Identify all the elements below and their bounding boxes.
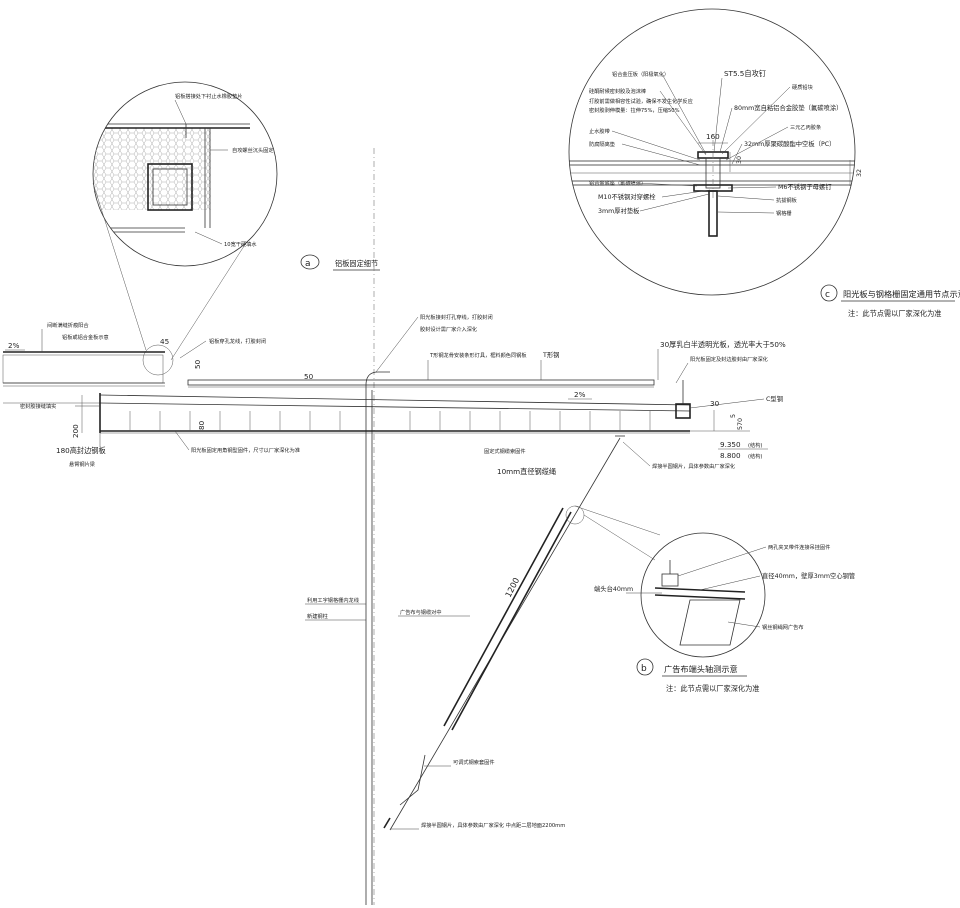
detail-c-label-14: M10不锈钢对穿螺栓 <box>598 192 656 201</box>
vertical-studs <box>129 411 651 431</box>
banner-mesh <box>679 599 741 646</box>
left-roof-insulation <box>2 354 164 384</box>
lower-label-4: 可调式钢索套固件 <box>453 758 495 766</box>
detail-c-label-9: 止水胶带 <box>589 127 610 135</box>
detail-c-label-6: 密封胶剥伸模量：拉伸75%，压缩50% <box>589 106 680 114</box>
elevation-2-tag: (结构) <box>748 452 762 460</box>
main-label-9: 阳光板固定及封边胶封由厂家深化 <box>690 355 768 363</box>
detail-c-label-7: 80mm宽自粘铝合金胶垫（氟碳喷涂） <box>734 103 842 112</box>
detail-c-marker <box>820 284 838 302</box>
detail-b-label-3: 直径40mm，壁厚3mm空心钢管 <box>762 571 855 580</box>
main-label-2: 铝板或铝合金板示意 <box>62 333 109 341</box>
detail-c: 160 30 32 铝合金压板（阳极氧化） 硅酮耐候密封胶及泡沫棒 打胶前需做相… <box>568 8 960 318</box>
elevation-1-tag: (结构) <box>748 441 762 449</box>
banner-tube-right <box>451 511 572 731</box>
slope-left: 2% <box>8 341 20 350</box>
detail-c-dim-160: 160 <box>706 132 720 141</box>
detail-b-letter: b <box>641 664 647 674</box>
main-label-15: 固定式钢缆索固件 <box>484 447 526 455</box>
dim-45: 45 <box>160 337 169 346</box>
main-label-13: 悬臂钢片梁 <box>69 460 95 468</box>
detail-c-label-5: 打胶前需做相容性试验，确保不发生化学反应 <box>589 97 693 105</box>
main-label-6: T形钢龙骨安装条形灯具，框料颜色同钢板 <box>429 351 527 359</box>
detail-a-callout <box>142 344 174 376</box>
detail-c-label-15: 抗拔钢板 <box>776 196 798 204</box>
dim-50-a: 50 <box>193 359 202 369</box>
detail-c-label-10: 32mm厚聚碳酸酯中空板（PC） <box>744 139 835 148</box>
slope-mid: 2% <box>574 390 586 399</box>
detail-b-label-4: 钢丝钢绳网广告布 <box>762 623 804 631</box>
dim-80: 80 <box>197 420 206 430</box>
lower-label-2: 新建钢柱 <box>307 612 328 620</box>
dim-30: 30 <box>710 399 720 408</box>
dim-570: 570 <box>737 418 744 430</box>
detail-c-label-17: 钢格栅 <box>776 209 792 217</box>
detail-c-dim-32: 32 <box>856 169 863 177</box>
detail-c-label-3: 硅酮耐候密封胶及泡沫棒 <box>589 87 647 95</box>
detail-a: 铝板搭接处下衬止水橡胶垫片 自攻螺丝沉头固定 10宽干硬填水 a 铝板固定细节 <box>92 81 380 376</box>
main-label-16: 10mm直径钢缆绳 <box>497 467 556 476</box>
detail-c-dim-30: 30 <box>736 156 743 164</box>
main-label-3: 铝板穿孔龙线，打胶封闭 <box>209 337 266 345</box>
main-label-10: C型钢 <box>766 394 783 403</box>
elevation-2: 8.800 <box>720 451 741 460</box>
cable-banner: 1200 利用工字钢格栅内龙线 新建钢柱 广告布与钢缆对中 可调式钢索套固件 焊… <box>305 435 661 831</box>
detail-a-label-2: 自攻螺丝沉头固定 <box>232 146 274 154</box>
main-label-5: 胶封设计需厂家介入深化 <box>420 325 477 333</box>
detail-b-label-1: 两孔夹叉带件连接吊挂固件 <box>768 543 830 551</box>
steel-tube <box>147 163 193 211</box>
detail-c-title: 阳光板与钢格栅固定通用节点示意 <box>843 289 960 299</box>
detail-a-label-1: 铝板搭接处下衬止水橡胶垫片 <box>175 92 242 100</box>
detail-c-label-11: 防腐隔离垫 <box>589 140 616 148</box>
detail-c-circle <box>568 8 856 296</box>
detail-b-label-2: 端头台40mm <box>594 584 633 593</box>
detail-a-letter: a <box>305 259 311 269</box>
sunlight-panel <box>187 379 655 386</box>
clevis-fitting <box>661 573 679 587</box>
lower-label-1: 利用工字钢格栅内龙线 <box>307 596 359 604</box>
detail-a-marker <box>300 254 320 270</box>
main-label-4: 阳光板接封打孔穿线，打胶封闭 <box>420 313 493 321</box>
steel-grid-bar <box>708 190 718 237</box>
detail-c-label-13: M6不锈钢子母螺钉 <box>778 182 832 191</box>
adjustable-clamp <box>399 754 426 806</box>
dim-1200: 1200 <box>503 576 521 599</box>
main-label-17: 焊接半圆钢片，具体参数由厂家深化 <box>652 462 735 470</box>
beam-top-line <box>99 394 691 406</box>
detail-a-label-3: 10宽干硬填水 <box>224 240 257 248</box>
detail-c-label-12: 铝合金底座（氟碳喷涂） <box>589 179 646 187</box>
detail-b-marker <box>636 658 654 676</box>
pc-panel-top <box>569 160 855 166</box>
dim-200: 200 <box>71 424 80 438</box>
detail-c-label-2: ST5.5自攻钉 <box>724 69 766 78</box>
elevation-1: 9.350 <box>720 440 741 449</box>
lower-label-5: 焊接半圆钢片，具体参数由厂家深化 中点距二层地面2200mm <box>421 821 565 829</box>
detail-b-note: 注：此节点需以厂家深化为准 <box>666 684 759 693</box>
dim-50-b: 50 <box>304 372 314 381</box>
detail-c-label-1: 铝合金压板（阳极氧化） <box>612 70 669 78</box>
lower-label-3: 广告布与钢缆对中 <box>400 608 442 616</box>
detail-b: 两孔夹叉带件连接吊挂固件 端头台40mm 直径40mm，壁厚3mm空心钢管 钢丝… <box>594 532 855 693</box>
detail-c-letter: c <box>825 290 830 300</box>
main-label-7: T形钢 <box>542 351 559 359</box>
detail-a-title: 铝板固定细节 <box>335 259 378 268</box>
detail-c-note: 注：此节点需以厂家深化为准 <box>848 309 941 318</box>
detail-c-label-4: 硬质铅块 <box>792 83 814 91</box>
main-label-14: 阳光板固定用角钢型固件，尺寸以厂家深化为准 <box>191 446 300 454</box>
main-label-12: 180高封边钢板 <box>56 446 106 455</box>
detail-b-title: 广告布端头轴测示意 <box>664 664 738 674</box>
detail-c-label-16: 3mm厚衬垫板 <box>598 206 640 215</box>
main-label-11: 密封胶接缝填实 <box>20 402 56 410</box>
banner-tube-left <box>443 507 564 727</box>
main-label-8: 30厚乳白半透明光板，透光率大于50% <box>660 340 786 349</box>
dim-5: 5 <box>730 414 737 418</box>
main-section: 2% <box>2 148 786 905</box>
detail-c-label-8: 三元乙丙胶条 <box>790 123 821 131</box>
main-label-1: 间断满缝折痕阳合 <box>47 321 89 329</box>
detail-b-circle <box>640 532 766 658</box>
